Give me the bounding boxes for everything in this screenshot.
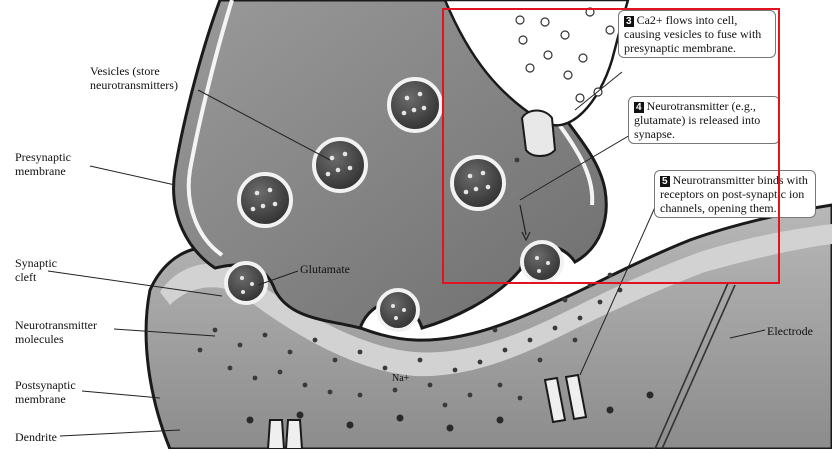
- dendrite-label: Dendrite: [15, 430, 57, 444]
- highlight-box: [442, 8, 780, 284]
- vesicles-label: Vesicles (store neurotransmitters): [90, 64, 178, 92]
- synaptic-cleft-label: Synaptic cleft: [15, 256, 57, 284]
- glutamate-label: Glutamate: [300, 262, 350, 276]
- presynaptic-membrane-label: Presynaptic membrane: [15, 150, 71, 178]
- electrode-label: Electrode: [767, 324, 813, 338]
- postsynaptic-membrane-label: Postsynaptic membrane: [15, 378, 76, 406]
- sodium-ion-label: Na+: [392, 372, 409, 386]
- neurotransmitter-molecules-label: Neurotransmitter molecules: [15, 318, 97, 346]
